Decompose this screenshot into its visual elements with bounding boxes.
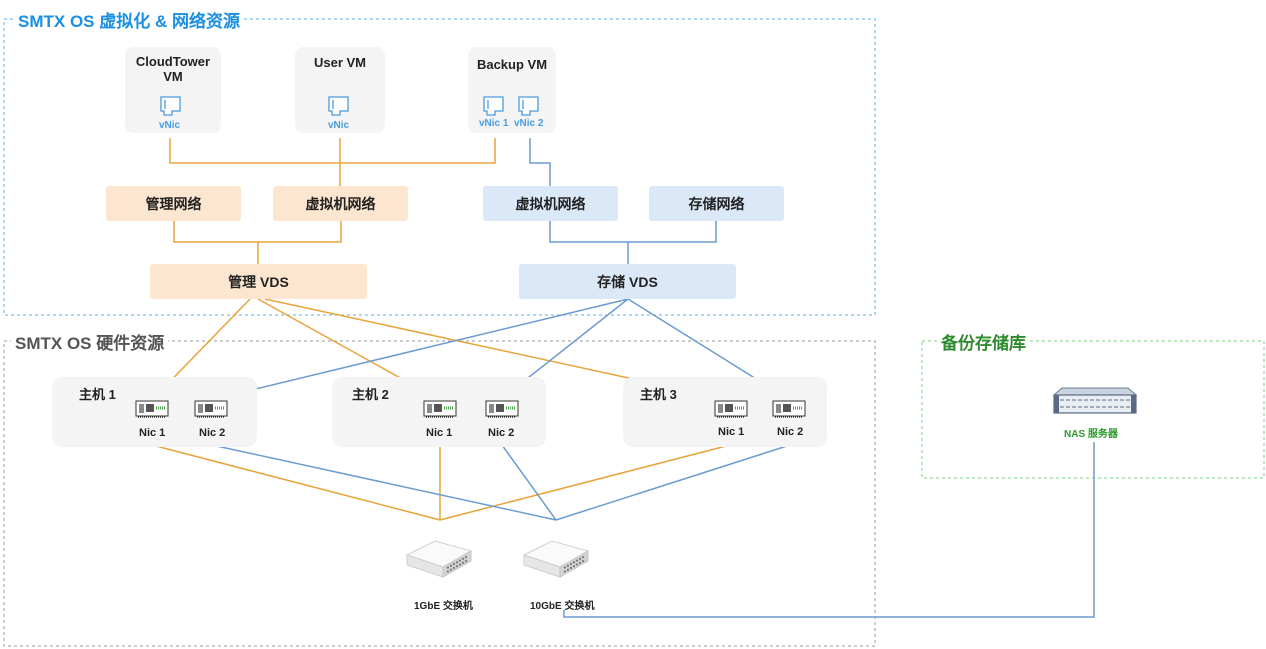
mgmt-vds-line xyxy=(173,221,342,243)
storage-vds-line xyxy=(549,221,717,243)
nic-card-icon xyxy=(772,400,806,418)
switch-1gbe-label: 1GbE 交换机 xyxy=(414,601,473,612)
mgmt-vds[interactable]: 管理 VDS xyxy=(150,264,367,299)
vm-network-left[interactable]: 虚拟机网络 xyxy=(273,186,408,221)
mgmt-network[interactable]: 管理网络 xyxy=(106,186,241,221)
backup-vnic2-line xyxy=(529,138,551,187)
nic-label: Nic 1 xyxy=(426,427,453,439)
switch-10gbe-label: 10GbE 交换机 xyxy=(530,601,595,612)
nic-card-icon xyxy=(135,400,169,418)
nic-card-icon xyxy=(194,400,228,418)
vm-cloudtower-name: CloudTower VM xyxy=(135,54,211,84)
vm-to-vm-network-line xyxy=(169,138,496,164)
host-2-name: 主机 2 xyxy=(352,387,389,402)
network-switch-icon xyxy=(405,540,473,578)
vnic-card-icon xyxy=(328,96,349,116)
vm-backup[interactable]: Backup VM xyxy=(468,47,556,133)
vnic-label: vNic 2 xyxy=(514,118,544,129)
vm-backup-name: Backup VM xyxy=(476,57,548,72)
nic-to-1gbe-line xyxy=(439,444,731,521)
vnic-card-icon xyxy=(518,96,539,116)
nic-to-10gbe-line xyxy=(501,444,557,521)
nic-label: Nic 1 xyxy=(718,426,745,438)
nic-to-1gbe-line xyxy=(151,444,441,521)
nic-card-icon xyxy=(485,400,519,418)
switch-to-nas-line xyxy=(563,442,1095,618)
vnic-card-icon xyxy=(160,96,181,116)
vm-cloudtower[interactable]: CloudTower VM xyxy=(125,47,221,133)
storage-network[interactable]: 存储网络 xyxy=(649,186,784,221)
nic-label: Nic 2 xyxy=(488,427,515,439)
vm-user-name: User VM xyxy=(313,55,367,70)
vnic-label: vNic 1 xyxy=(479,118,509,129)
nic-to-10gbe-line xyxy=(555,444,791,521)
virtual-region-frame xyxy=(3,18,876,316)
nas-server-icon xyxy=(1052,387,1138,414)
nic-to-10gbe-line xyxy=(211,444,557,521)
network-switch-icon xyxy=(522,540,590,578)
nic-label: Nic 2 xyxy=(199,427,226,439)
vm-network-right[interactable]: 虚拟机网络 xyxy=(483,186,618,221)
virtual-region-title: SMTX OS 虚拟化 & 网络资源 xyxy=(14,7,244,32)
vm-user[interactable]: User VM xyxy=(295,47,385,133)
backup-region-title: 备份存储库 xyxy=(937,329,1030,354)
backup-region-frame xyxy=(921,340,1265,479)
hardware-region-title: SMTX OS 硬件资源 xyxy=(11,329,169,354)
host-3-name: 主机 3 xyxy=(640,387,677,402)
vnic-label: vNic xyxy=(328,120,350,131)
nic-label: Nic 1 xyxy=(139,427,166,439)
vnic-card-icon xyxy=(483,96,504,116)
storage-vds[interactable]: 存储 VDS xyxy=(519,264,736,299)
nic-label: Nic 2 xyxy=(777,426,804,438)
host-1-name: 主机 1 xyxy=(79,387,116,402)
nic-card-icon xyxy=(714,400,748,418)
nas-server-label: NAS 服务器 xyxy=(1064,429,1118,440)
storage-vds-to-nic-line xyxy=(209,298,629,401)
nic-card-icon xyxy=(423,400,457,418)
vnic-label: vNic xyxy=(159,120,181,131)
